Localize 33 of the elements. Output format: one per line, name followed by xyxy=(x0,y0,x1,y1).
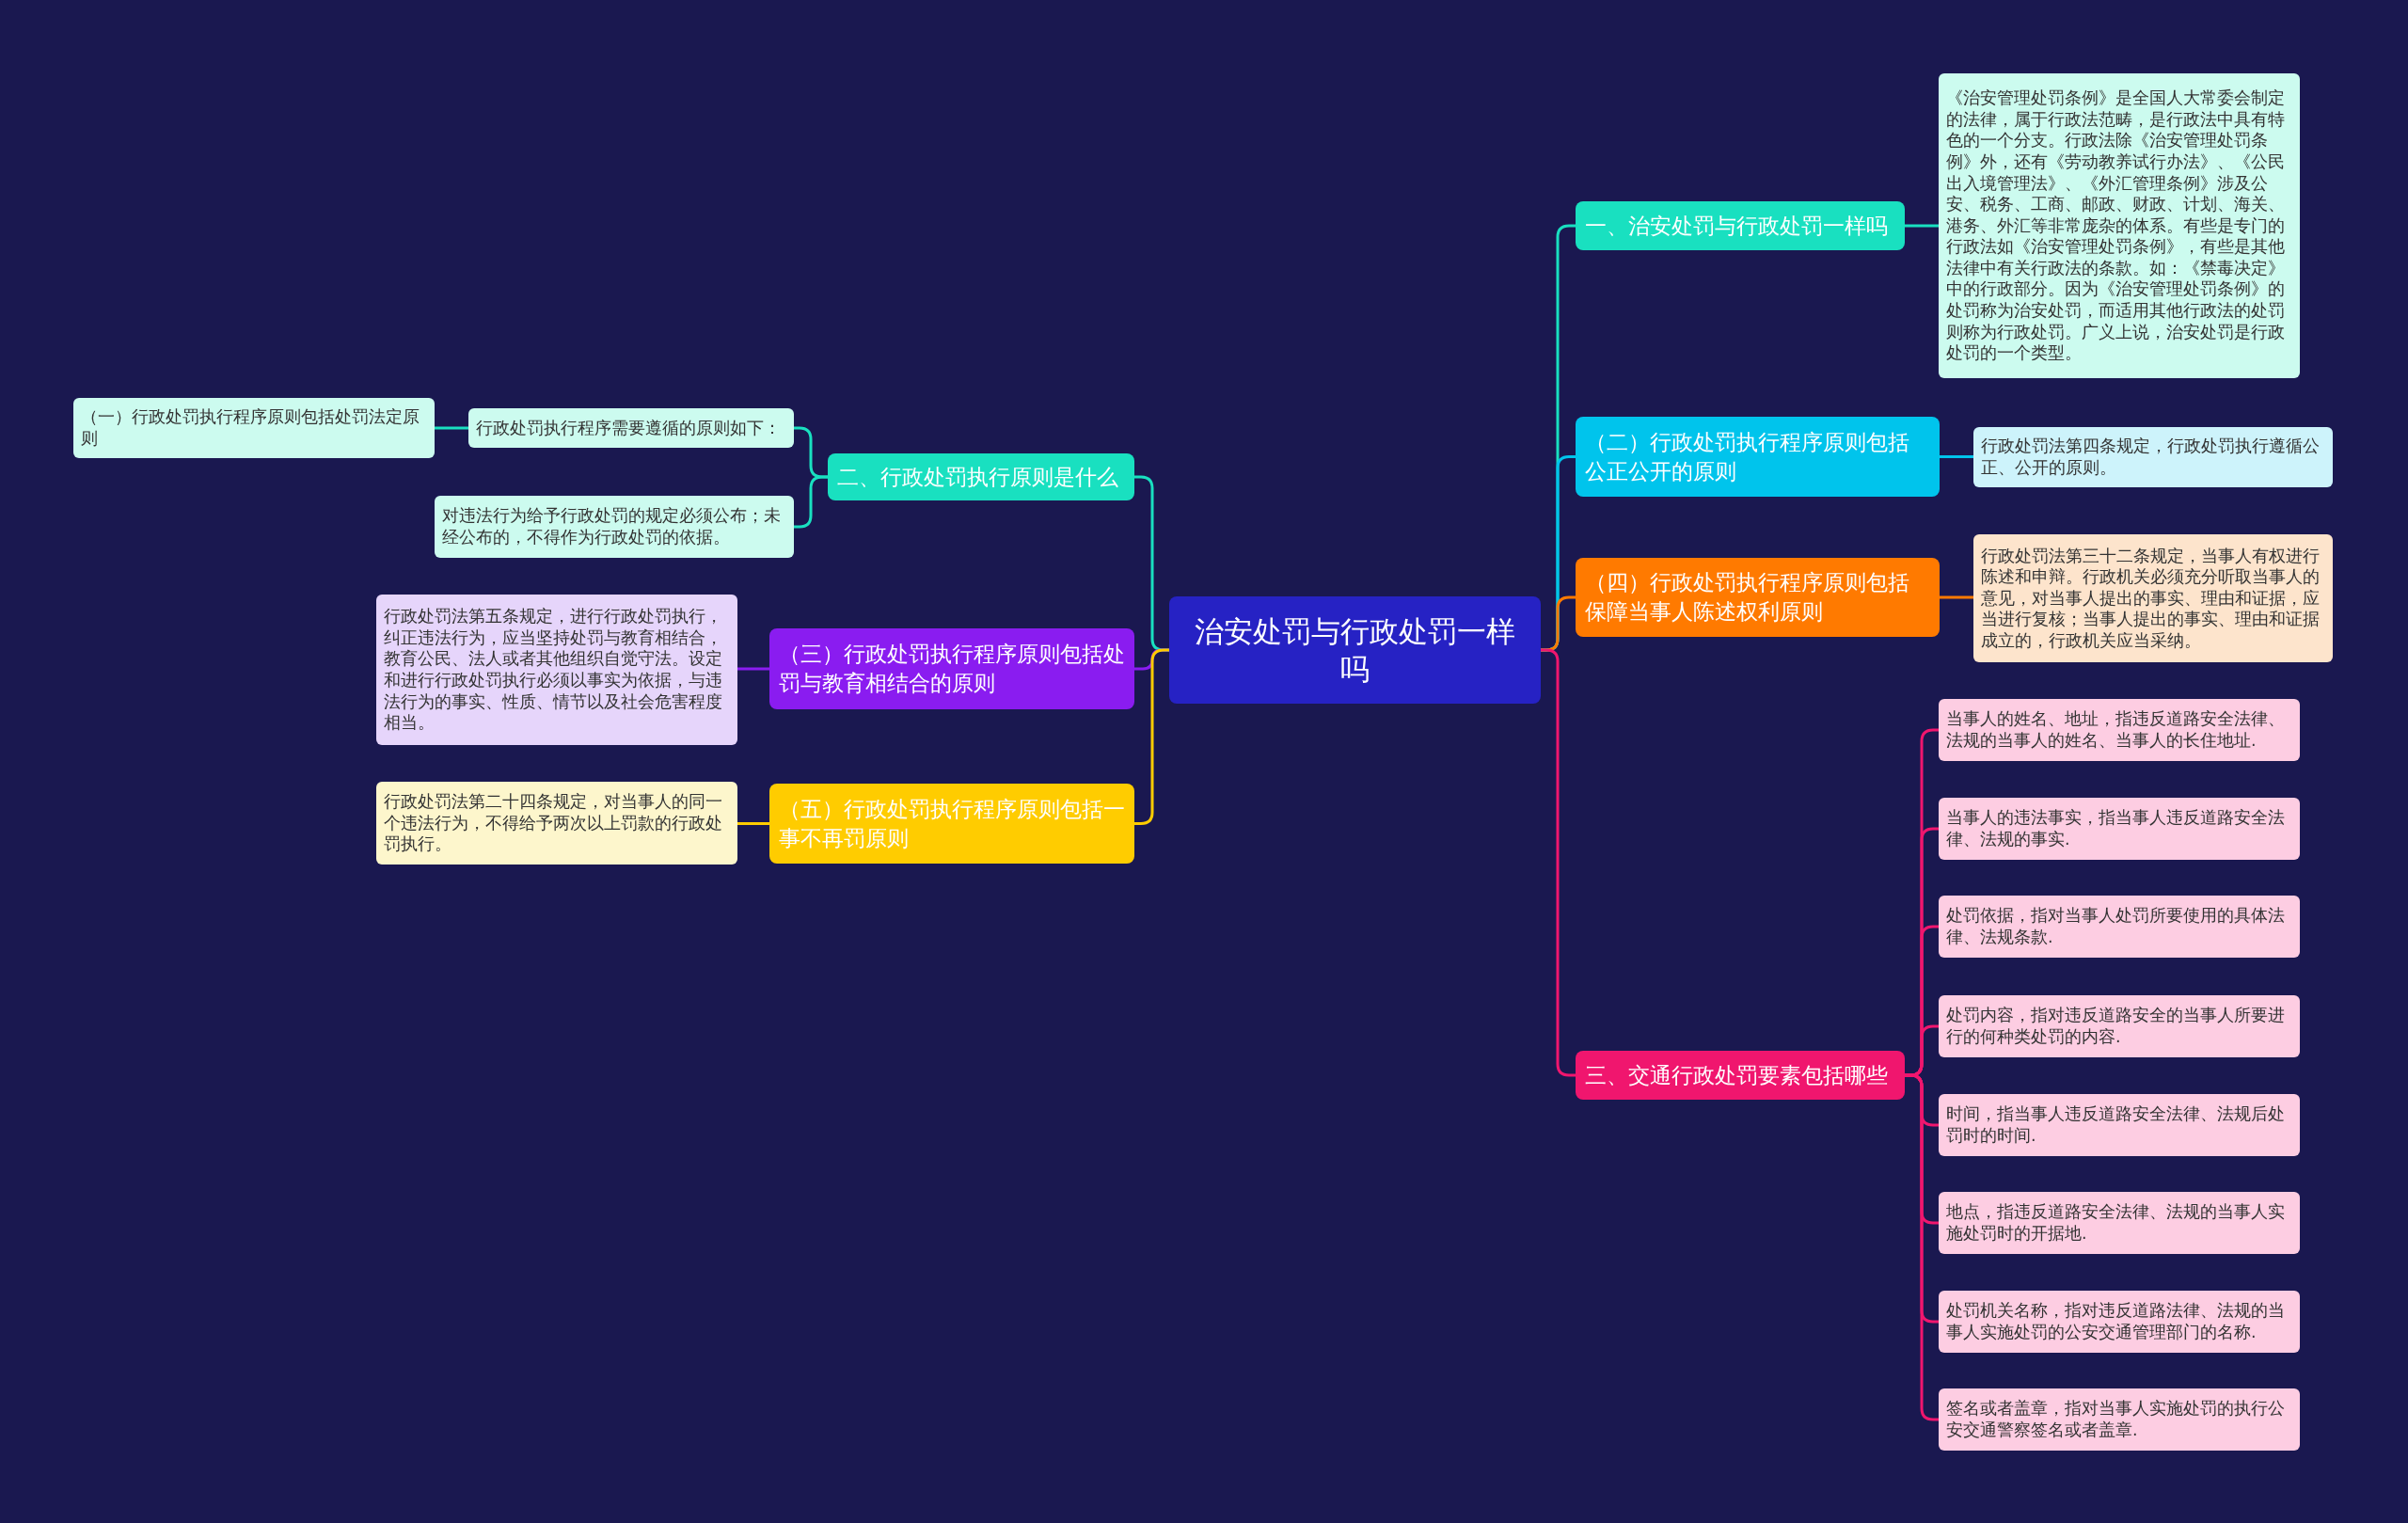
connector xyxy=(1940,455,1973,458)
note-box: 行政处罚执行程序需要遵循的原则如下： xyxy=(468,408,794,448)
branch-topic-box: （二）行政处罚执行程序原则包括公正公开的原则 xyxy=(1576,417,1940,497)
connector xyxy=(435,426,468,430)
note-box: 当事人的姓名、地址，指违反道路安全法律、法规的当事人的姓名、当事人的长住地址. xyxy=(1939,699,2300,761)
branch-topic-box: （五）行政处罚执行程序原则包括一事不再罚原则 xyxy=(769,784,1134,864)
note-box: 处罚内容，指对违反道路安全的当事人所要进行的何种类处罚的内容. xyxy=(1939,995,2300,1057)
note-box: （一）行政处罚执行程序原则包括处罚法定原则 xyxy=(73,398,435,458)
connector xyxy=(1541,648,1576,1077)
note-box: 时间，指当事人违反道路安全法律、法规后处罚时的时间. xyxy=(1939,1094,2300,1156)
note-box: 《治安管理处罚条例》是全国人大常委会制定的法律，属于行政法范畴，是行政法中具有特色的一个分支。行政法除《治安管理处罚条例》外，还有《劳动教养试行办法》、《公民出入境管理法》、《外汇管理条例》涉及公安、税务、工商、邮政、财政、计划、海关、港务、外汇等非常庞杂的体系。有些是专门的行政法如《治安管理处罚条例》，有些是其他法律中有关行政法的条款。如：《禁毒决定》中的行政部分。因为《治安管理处罚条例》的处罚称为治安处罚，而适用其他行政法的处罚则称为行政处罚。广义上说，治安处罚是行政处罚的一个类型。 xyxy=(1939,73,2300,378)
note-box: 行政处罚法第四条规定，行政处罚执行遵循公正、公开的原则。 xyxy=(1973,427,2333,487)
branch-topic-box: 二、行政处罚执行原则是什么 xyxy=(828,453,1134,500)
note-box: 行政处罚法第三十二条规定，当事人有权进行陈述和申辩。行政机关必须充分听取当事人的意见，对当事人提出的事实、理由和证据，应当进行复核；当事人提出的事实、理由和证据成立的，行政机关应当采纳。 xyxy=(1973,534,2333,662)
branch-topic-box: （四）行政处罚执行程序原则包括保障当事人陈述权利原则 xyxy=(1576,558,1940,637)
connector xyxy=(1940,595,1973,599)
connector xyxy=(737,667,769,671)
connector xyxy=(1905,224,1939,228)
note-box: 行政处罚法第二十四条规定，对当事人的同一个违法行为，不得给予两次以上罚款的行政处罚执行。 xyxy=(376,782,737,865)
connector xyxy=(737,822,769,825)
note-box: 地点，指违反道路安全法律、法规的当事人实施处罚时的开据地. xyxy=(1939,1192,2300,1254)
central-topic-box: 治安处罚与行政处罚一样吗 xyxy=(1169,596,1541,704)
connector xyxy=(1134,648,1169,825)
connector xyxy=(1905,1073,1939,1421)
note-box: 处罚机关名称，指对违反道路法律、法规的当事人实施处罚的公安交通管理部门的名称. xyxy=(1939,1291,2300,1353)
note-box: 签名或者盖章，指对当事人实施处罚的执行公安交通警察签名或者盖章. xyxy=(1939,1388,2300,1451)
note-box: 处罚依据，指对当事人处罚所要使用的具体法律、法规条款. xyxy=(1939,896,2300,958)
branch-topic-box: （三）行政处罚执行程序原则包括处罚与教育相结合的原则 xyxy=(769,628,1134,709)
note-box: 当事人的违法事实，指当事人违反道路安全法律、法规的事实. xyxy=(1939,798,2300,860)
note-box: 对违法行为给予行政处罚的规定必须公布；未经公布的，不得作为行政处罚的依据。 xyxy=(435,496,794,558)
branch-topic-box: 三、交通行政处罚要素包括哪些 xyxy=(1576,1051,1905,1100)
note-box: 行政处罚法第五条规定，进行行政处罚执行，纠正违法行为，应当坚持处罚与教育相结合，教育公民、法人或者其他组织自觉守法。设定和进行行政处罚执行必须以事实为依据，与违法行为的事实、性质、情节以及社会危害程度相当。 xyxy=(376,595,737,745)
branch-topic-box: 一、治安处罚与行政处罚一样吗 xyxy=(1576,201,1905,250)
